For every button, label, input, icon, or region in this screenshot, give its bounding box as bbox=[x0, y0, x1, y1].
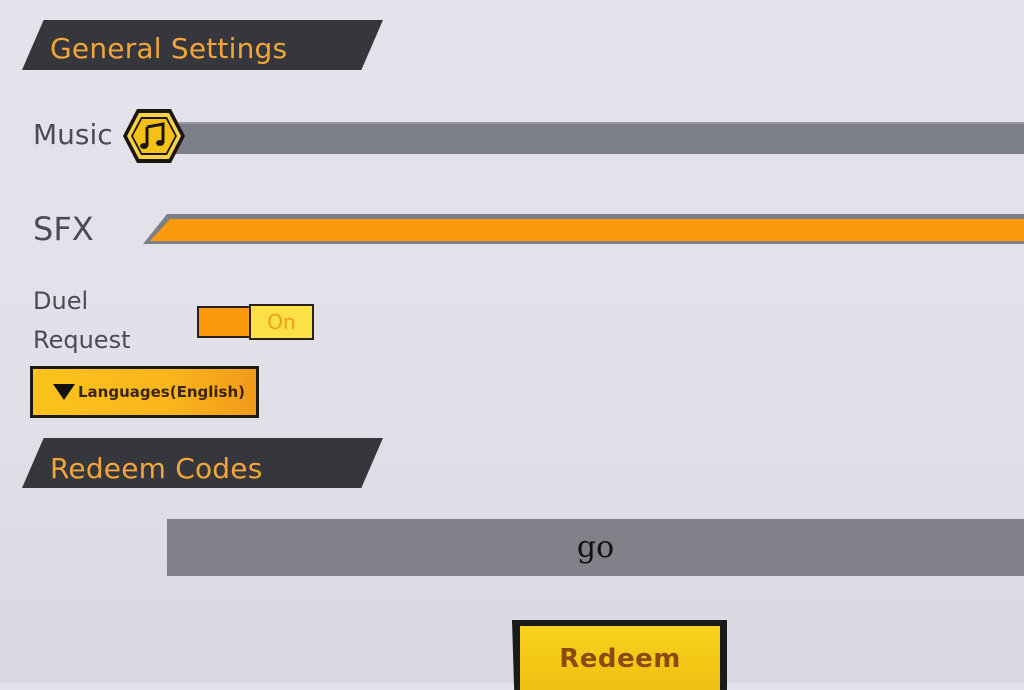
duel-request-toggle[interactable]: On bbox=[197, 304, 314, 340]
languages-label: Languages(English) bbox=[78, 383, 245, 401]
sfx-slider-fill[interactable] bbox=[150, 219, 1024, 241]
redeem-codes-title: Redeem Codes bbox=[50, 452, 263, 485]
sfx-label: SFX bbox=[33, 210, 94, 248]
duel-request-label-line2: Request bbox=[33, 326, 131, 354]
toggle-state: On bbox=[249, 304, 314, 340]
general-settings-title: General Settings bbox=[50, 32, 288, 65]
redeem-codes-header bbox=[22, 438, 383, 488]
general-settings-header bbox=[22, 20, 383, 70]
languages-dropdown[interactable]: Languages(English) bbox=[30, 366, 259, 418]
toggle-track bbox=[197, 306, 253, 338]
duel-request-label-line1: Duel bbox=[33, 287, 89, 315]
triangle-down-icon bbox=[53, 384, 75, 400]
music-slider-track[interactable] bbox=[170, 122, 1024, 154]
music-slider-thumb[interactable] bbox=[121, 107, 187, 165]
redeem-code-input[interactable] bbox=[167, 519, 1024, 576]
redeem-button[interactable]: Redeem bbox=[520, 626, 720, 690]
music-label: Music bbox=[33, 118, 113, 151]
music-note-icon bbox=[123, 109, 185, 163]
